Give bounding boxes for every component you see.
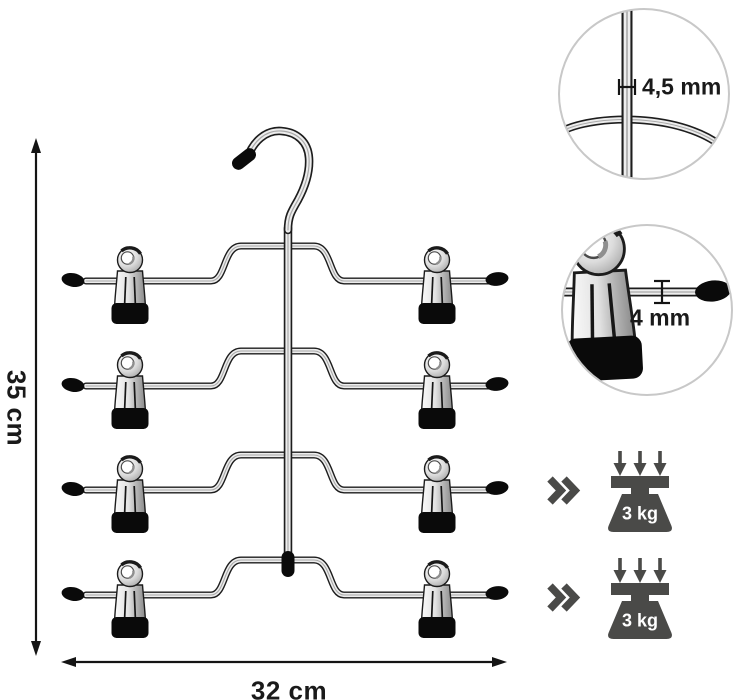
- bar-diameter-measure: [654, 279, 670, 305]
- clip-bar-thickness-label: 4 mm: [629, 304, 691, 331]
- hanger-hook: [231, 126, 314, 235]
- hook-tip-cap: [231, 148, 257, 170]
- width-dimension-label: 32 cm: [250, 675, 328, 700]
- clip-bar-callout: [561, 224, 733, 396]
- wire-thickness-callout: [558, 8, 730, 180]
- hanger: [60, 126, 509, 638]
- capacity-label-2: 3 kg: [621, 610, 659, 631]
- callout-circle: [558, 8, 730, 180]
- wire-thickness-label: 4,5 mm: [642, 73, 722, 100]
- height-dimension-arrow: [31, 138, 41, 656]
- center-bar-end-cap: [281, 551, 295, 577]
- center-bar: [281, 223, 295, 577]
- width-dimension-arrow: [61, 657, 507, 667]
- bar-end-cap-large: [695, 280, 731, 302]
- height-dimension-label: 35 cm: [1, 369, 32, 447]
- capacity-label-1: 3 kg: [621, 503, 659, 524]
- wire-width-measure: [617, 79, 637, 95]
